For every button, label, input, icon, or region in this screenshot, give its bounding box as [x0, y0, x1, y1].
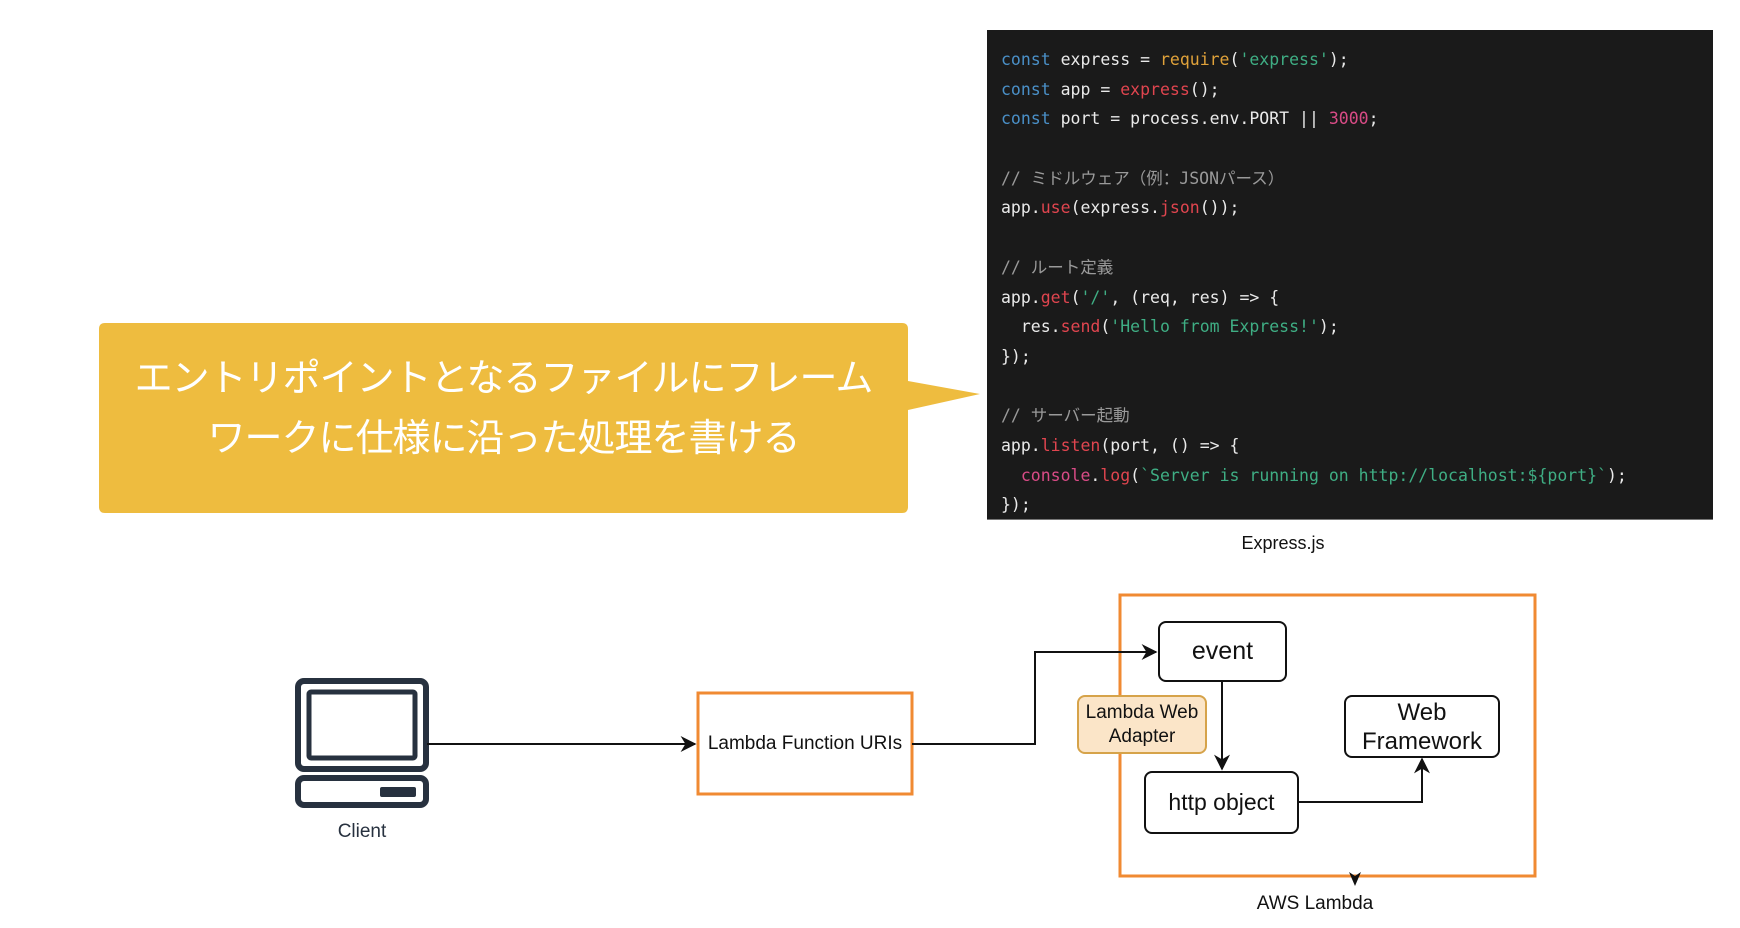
code-token: app. [1001, 198, 1041, 218]
code-token: express = [1050, 50, 1160, 69]
code-token: const [1001, 50, 1051, 69]
code-token: app. [1001, 435, 1041, 455]
code-token: ( [1100, 317, 1111, 337]
callout-line-1: エントリポイントとなるファイルにフレーム [134, 356, 874, 400]
code-token: }); [1001, 495, 1031, 515]
code-token: , (req, res) => { [1110, 287, 1280, 307]
code-token: ); [1318, 317, 1339, 337]
arrow-function-urls-to-event [912, 644, 1158, 745]
code-token: ; [1368, 109, 1379, 129]
code-token: }); [1001, 346, 1031, 366]
http-object-label: http object [1168, 789, 1275, 815]
code-token: ( [1070, 287, 1081, 307]
function-urls-label: Lambda Function URIs [707, 732, 903, 754]
code-token: ); [1607, 465, 1627, 485]
code-token: 3000 [1328, 109, 1369, 129]
code-token: listen [1040, 435, 1101, 455]
code-token: use [1040, 198, 1071, 218]
code-token: (express. [1070, 198, 1160, 218]
web-framework-label-line-1: Web [1397, 698, 1447, 726]
code-token: send [1060, 317, 1101, 337]
code-token: . [1090, 465, 1101, 485]
code-token: 'express' [1239, 50, 1329, 69]
code-line: const app = express(); [1001, 75, 1713, 105]
code-line: }); [1001, 490, 1713, 520]
code-token: const [1001, 109, 1051, 129]
code-token: app. [1001, 287, 1041, 307]
code-line: console.log(`Server is running on http:/… [1001, 461, 1713, 491]
code-token: port = process.env.PORT || [1050, 109, 1329, 129]
code-token: // サーバー起動 [1001, 406, 1130, 426]
code-token: '/' [1080, 287, 1111, 307]
code-line: app.listen(port, () => { [1001, 431, 1713, 461]
code-token: (); [1189, 79, 1220, 99]
code-token: console [1020, 465, 1091, 485]
code-token: res. [1001, 317, 1061, 337]
code-line: app.use(express.json()); [1001, 193, 1713, 223]
arrow-http-object-to-web-framework [1298, 757, 1430, 803]
code-token: `Server is running on http://localhost:$… [1140, 465, 1607, 485]
code-token: const [1001, 79, 1051, 99]
code-token: require [1159, 50, 1230, 69]
adapter-label-line-1: Lambda Web [1085, 701, 1199, 723]
lambda-web-adapter-label: Lambda Web Adapter [1078, 696, 1206, 753]
code-token: json [1159, 198, 1200, 218]
code-line: // ミドルウェア（例：JSONパース） [1001, 164, 1713, 194]
callout-line-2: ワークに仕様に沿った処理を書ける [207, 416, 800, 460]
code-token: app = [1050, 79, 1121, 99]
code-token: log [1100, 465, 1131, 485]
code-line: // ルート定義 [1001, 253, 1713, 283]
code-token: 'Hello from Express!' [1110, 317, 1319, 337]
web-framework-label-line-2: Framework [1361, 727, 1482, 755]
event-label: event [1191, 637, 1254, 665]
code-token: ( [1229, 50, 1240, 69]
web-framework-label: Web Framework [1345, 696, 1499, 757]
computer-icon [295, 678, 429, 808]
code-line: }); [1001, 342, 1713, 372]
code-snippet: const express = require('express');const… [987, 30, 1713, 520]
code-token: (port, () => { [1100, 435, 1240, 455]
adapter-label-line-2: Adapter [1108, 725, 1176, 747]
lambda-web-adapter-box [1077, 695, 1207, 754]
code-line: res.send('Hello from Express!'); [1001, 312, 1713, 342]
aws-lambda-arrowhead [1349, 872, 1361, 886]
code-token: get [1040, 287, 1071, 307]
code-token: ); [1328, 50, 1349, 69]
code-line: app.get('/', (req, res) => { [1001, 283, 1713, 313]
callout-text: エントリポイントとなるファイルにフレーム ワークに仕様に沿った処理を書ける [99, 348, 908, 468]
client-label: Client [337, 821, 387, 842]
code-token: ()); [1199, 198, 1240, 218]
code-line: const express = require('express'); [1001, 45, 1713, 75]
aws-lambda-label: AWS Lambda [1256, 893, 1374, 914]
code-token: ( [1130, 465, 1141, 485]
web-framework-box [1344, 695, 1500, 758]
code-line: // サーバー起動 [1001, 401, 1713, 431]
code-token: // ルート定義 [1001, 257, 1114, 277]
code-token: express [1120, 79, 1190, 99]
code-line: const port = process.env.PORT || 3000; [1001, 104, 1713, 134]
code-token: // ミドルウェア（例：JSONパース） [1001, 168, 1285, 188]
code-caption: Express.js [1241, 533, 1325, 553]
